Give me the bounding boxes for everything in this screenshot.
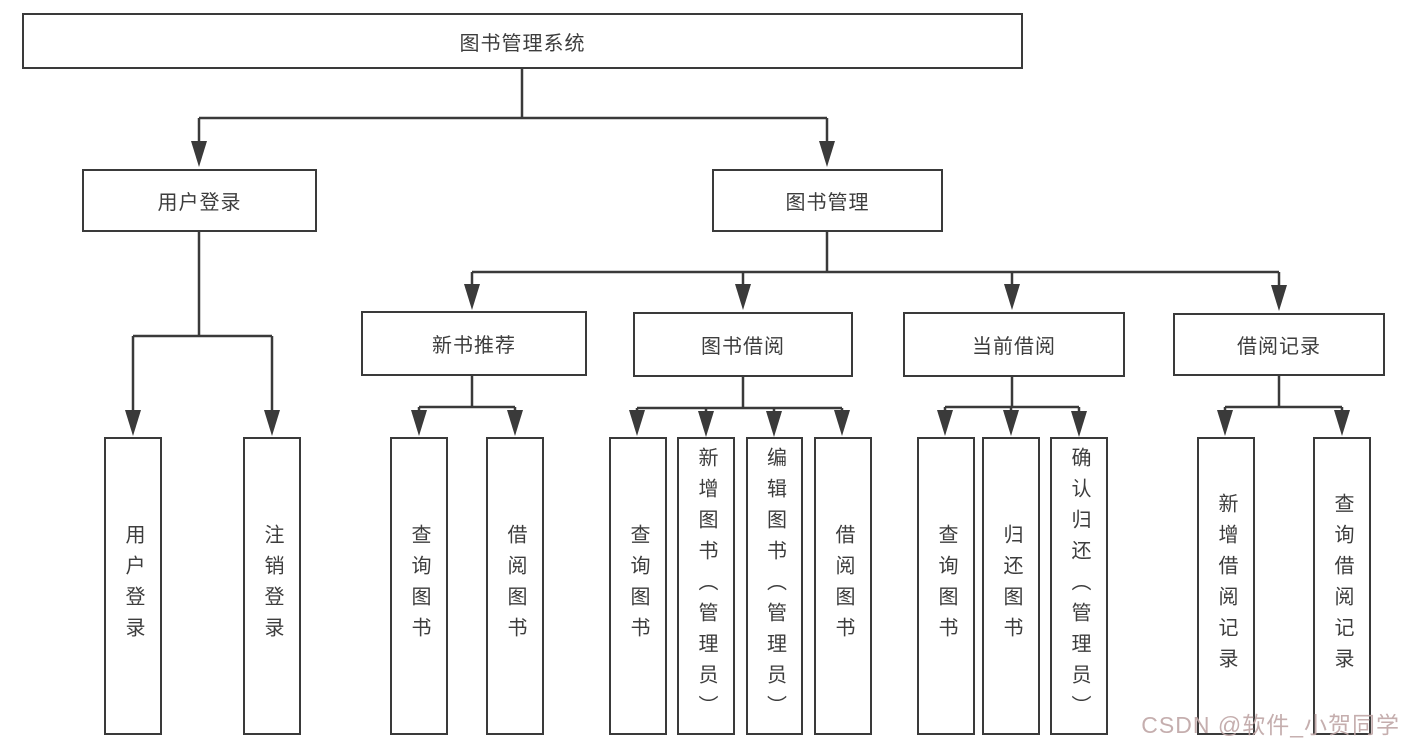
- leaf-return-books: 归还图书: [982, 437, 1040, 735]
- connector-user-login-children: [131, 231, 274, 420]
- leaf-logout-label: 注销登录: [261, 524, 283, 648]
- arrowhead: [1217, 410, 1233, 436]
- arrowhead: [698, 411, 714, 437]
- node-user-login-label: 用户登录: [157, 192, 242, 214]
- leaf-borrow-books: 借阅图书: [814, 437, 872, 735]
- leaf-edit-books-admin-label: 编辑图书（管理员）: [763, 446, 786, 726]
- arrowhead: [629, 410, 645, 436]
- leaf-query-books-current: 查询图书: [917, 437, 975, 735]
- node-book-management-label: 图书管理: [785, 192, 870, 214]
- node-book-borrow-label: 图书借阅: [701, 336, 785, 358]
- arrowhead: [264, 410, 280, 436]
- leaf-query-books-recommend-label: 查询图书: [408, 524, 430, 648]
- arrowhead: [1004, 284, 1020, 310]
- leaf-user-login-label: 用户登录: [122, 524, 144, 648]
- node-current-borrow-label: 当前借阅: [972, 336, 1056, 358]
- leaf-query-borrow-record-label: 查询借阅记录: [1331, 493, 1353, 679]
- leaf-add-books-admin: 新增图书（管理员）: [677, 437, 735, 735]
- leaf-add-borrow-record-label: 新增借阅记录: [1215, 493, 1237, 679]
- arrowhead: [1271, 285, 1287, 311]
- connector-records-children: [1223, 376, 1344, 420]
- node-current-borrow: 当前借阅: [903, 312, 1125, 377]
- connector-root-to-level2: [197, 68, 829, 150]
- node-new-book-recommend-label: 新书推荐: [432, 335, 516, 357]
- node-borrow-records-label: 借阅记录: [1237, 336, 1321, 358]
- arrowhead: [735, 284, 751, 310]
- arrowhead: [411, 410, 427, 436]
- arrowhead: [1003, 410, 1019, 436]
- node-root-label: 图书管理系统: [459, 32, 586, 55]
- node-new-book-recommend: 新书推荐: [361, 311, 587, 376]
- leaf-add-borrow-record: 新增借阅记录: [1197, 437, 1255, 735]
- connector-new-rec-children: [417, 376, 517, 420]
- arrowhead: [464, 284, 480, 310]
- node-root: 图书管理系统: [22, 13, 1023, 69]
- node-user-login: 用户登录: [82, 169, 317, 232]
- arrowhead: [834, 410, 850, 436]
- leaf-edit-books-admin: 编辑图书（管理员）: [746, 437, 803, 735]
- connector-borrow-children: [635, 377, 844, 420]
- leaf-confirm-return-admin-label: 确认归还（管理员）: [1068, 446, 1090, 726]
- node-book-management: 图书管理: [712, 169, 943, 232]
- leaf-return-books-label: 归还图书: [1000, 524, 1022, 648]
- leaf-user-login: 用户登录: [104, 437, 162, 735]
- leaf-logout: 注销登录: [243, 437, 301, 735]
- leaf-borrow-books-label: 借阅图书: [832, 524, 854, 648]
- leaf-query-books-borrow: 查询图书: [609, 437, 667, 735]
- connector-book-mgmt-children: [470, 232, 1281, 295]
- leaf-query-borrow-record: 查询借阅记录: [1313, 437, 1371, 735]
- csdn-watermark: CSDN @软件_小贺同学: [1141, 712, 1400, 738]
- arrowhead: [937, 410, 953, 436]
- arrowhead: [191, 141, 207, 167]
- arrowhead: [819, 141, 835, 167]
- leaf-query-books-recommend: 查询图书: [390, 437, 448, 735]
- leaf-query-books-current-label: 查询图书: [935, 524, 957, 648]
- leaf-borrow-books-recommend: 借阅图书: [486, 437, 544, 735]
- connector-current-children: [943, 377, 1081, 420]
- leaf-confirm-return-admin: 确认归还（管理员）: [1050, 437, 1108, 735]
- leaf-borrow-books-recommend-label: 借阅图书: [504, 524, 526, 648]
- node-borrow-records: 借阅记录: [1173, 313, 1385, 376]
- arrowhead: [766, 411, 782, 437]
- leaf-query-books-borrow-label: 查询图书: [627, 524, 649, 648]
- arrowhead: [125, 410, 141, 436]
- arrowhead: [507, 410, 523, 436]
- arrowhead: [1334, 410, 1350, 436]
- arrowhead: [1071, 411, 1087, 437]
- node-book-borrow: 图书借阅: [633, 312, 853, 377]
- leaf-add-books-admin-label: 新增图书（管理员）: [695, 446, 717, 726]
